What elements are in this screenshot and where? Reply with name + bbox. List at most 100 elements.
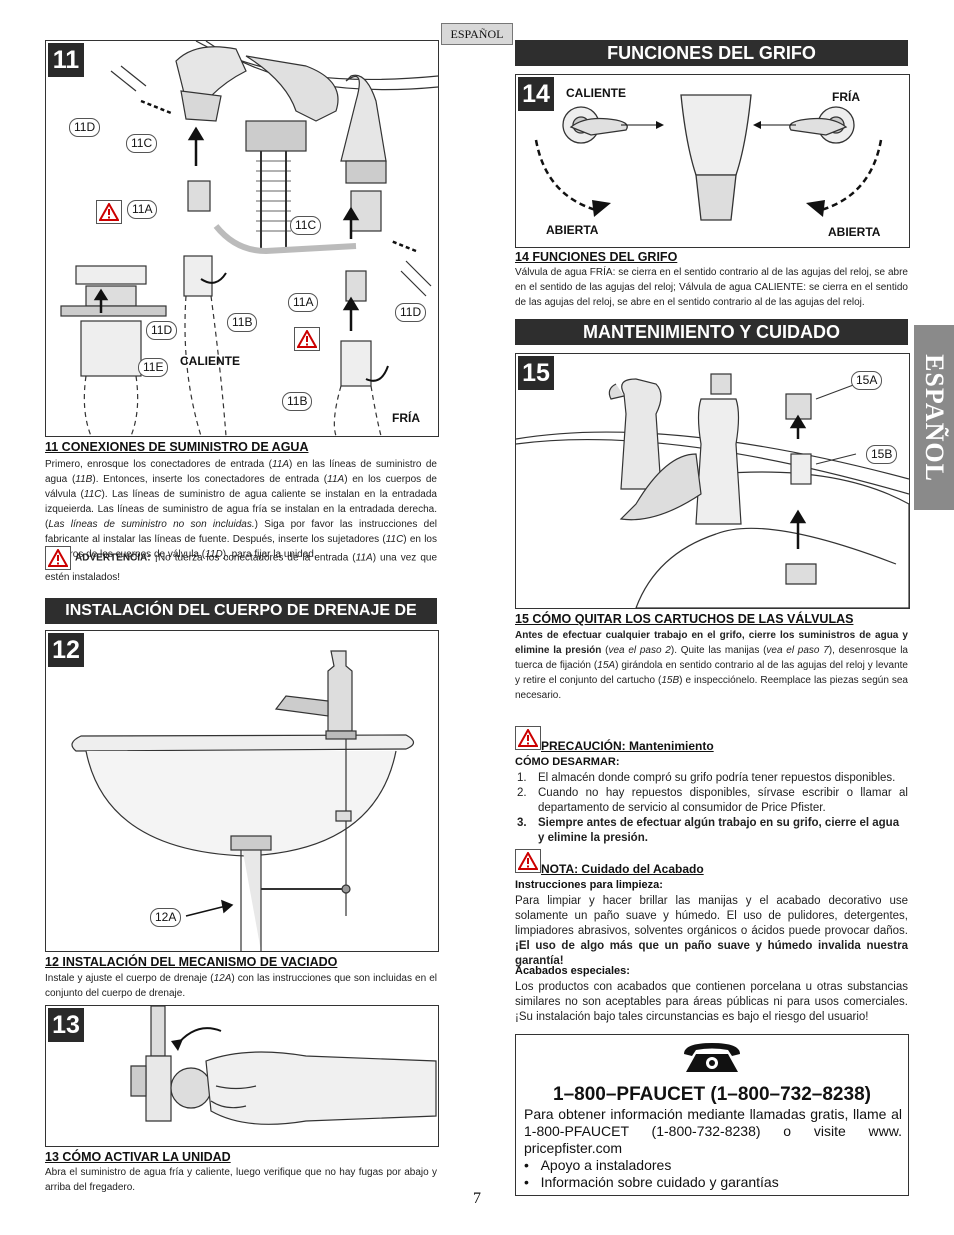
list-text: Cuando no hay repuestos disponibles, sír… xyxy=(538,787,908,814)
text-ref: vea el paso 2 xyxy=(608,645,671,656)
text-segment: ) en los agujeros de los cuerpos de válv… xyxy=(45,534,437,560)
note-heading: NOTA: Cuidado del Acabado xyxy=(515,849,704,876)
label-hot: CALIENTE xyxy=(180,354,240,368)
list-text: El almacén donde compró su grifo podría … xyxy=(538,772,896,784)
warning-triangle-icon xyxy=(96,200,122,224)
figure-number: 12 xyxy=(48,633,84,667)
note-text2: Los productos con acabados que contienen… xyxy=(515,981,908,1023)
label-open-left: ABIERTA xyxy=(546,223,599,237)
contact-bullets: • Apoyo a instaladores • Información sob… xyxy=(524,1157,779,1191)
text-ref: 15A xyxy=(597,660,616,671)
list-text: Siempre antes de efectuar algún trabajo … xyxy=(538,817,900,844)
phone-number[interactable]: 1–800–PFAUCET (1–800–732–8238) xyxy=(553,1084,871,1105)
language-tag: ESPAÑOL xyxy=(441,23,513,45)
drain-section-banner: INSTALACIÓN DEL CUERPO DE DRENAJE DE SAL… xyxy=(45,598,437,645)
text-ref: 11B xyxy=(75,474,93,485)
list-number: 3. xyxy=(517,817,527,829)
warning-block: ADVERTENCIA: ¡No tuerza los conectadores… xyxy=(45,546,437,585)
callout-11b-left: 11B xyxy=(227,313,258,332)
text-ref: Las líneas de suministro no son incluida… xyxy=(48,519,255,530)
telephone-icon xyxy=(684,1043,740,1072)
callout-11b-right: 11B xyxy=(282,392,313,411)
text-ref: 11A xyxy=(271,459,289,470)
list-number: 2. xyxy=(517,787,527,799)
text-segment: ). Quite las manijas ( xyxy=(670,645,767,656)
text-segment: ) una vez que estén instalados! xyxy=(45,552,438,583)
caution-title: PRECAUCIÓN: Mantenimiento xyxy=(541,739,714,754)
figure-12-illustration xyxy=(71,650,415,951)
text-ref: 11D xyxy=(205,549,223,560)
maintenance-section-banner: MANTENIMIENTO Y CUIDADO xyxy=(515,319,908,345)
callout-11e: 11E xyxy=(138,358,169,377)
callout-11c-right: 11C xyxy=(290,216,322,235)
text-segment: ) con las instrucciones que son incluida… xyxy=(45,973,437,999)
text-ref: 11C xyxy=(385,534,404,545)
bold-segment: Antes de efectuar cualquier trabajo en e… xyxy=(515,630,908,656)
callout-15a: 15A xyxy=(851,371,883,390)
figure-15-text: Antes de efectuar cualquier trabajo en e… xyxy=(515,628,908,703)
label-open-right: ABIERTA xyxy=(828,225,881,239)
figure-13-illustration xyxy=(130,1006,437,1125)
callout-12a: 12A xyxy=(150,908,182,927)
warning-triangle-icon xyxy=(515,849,541,873)
warning-triangle-icon xyxy=(515,726,541,750)
figure-11-text: Primero, enrosque los conectadores de en… xyxy=(45,457,437,562)
text-segment: ), desenrosque la tuerca de fijación ( xyxy=(515,645,908,671)
figure-14-caption: 14 FUNCIONES DEL GRIFO xyxy=(515,250,678,264)
text-ref: vea el paso 7 xyxy=(766,645,829,656)
figure-13-caption: 13 CÓMO ACTIVAR LA UNIDAD xyxy=(45,1150,231,1164)
figure-12-caption: 12 INSTALACIÓN DEL MECANISMO DE VACIADO xyxy=(45,955,338,969)
text-segment: ) e inspecciónelo. Reemplace las piezas … xyxy=(515,675,908,701)
text-segment: Para limpiar y hacer brillar las manijas… xyxy=(515,895,908,937)
page-number: 7 xyxy=(473,1190,481,1207)
text-segment: Instale y ajuste el cuerpo de drenaje ( xyxy=(45,973,214,984)
text-segment: ) en las líneas de suministro de agua ( xyxy=(45,459,437,485)
figure-15-illustration xyxy=(516,373,909,608)
side-tab-label: ESPAÑOL xyxy=(920,353,949,482)
text-segment: ¡No tuerza los conectadores de la entrad… xyxy=(150,552,356,564)
text-segment: ), para fijar la unidad. xyxy=(222,549,317,560)
warning-triangle-icon xyxy=(294,327,320,351)
text-ref: 15B xyxy=(661,675,680,686)
functions-section-banner: FUNCIONES DEL GRIFO xyxy=(515,40,908,66)
bullet-glyph: • xyxy=(524,1157,529,1173)
caution-heading: PRECAUCIÓN: Mantenimiento xyxy=(515,726,714,754)
figure-11-illustration xyxy=(60,41,438,436)
list-item: • Información sobre cuidado y garantías xyxy=(524,1174,779,1191)
figure-11-caption: 11 CONEXIONES DE SUMINISTRO DE AGUA xyxy=(45,440,309,454)
figure-number: 13 xyxy=(48,1008,84,1042)
bold-segment: ¡El uso de algo más que un paño suave y … xyxy=(515,940,908,967)
text-segment: ) en los cuerpos de válvula ( xyxy=(45,474,437,500)
text-ref: 12A xyxy=(213,973,232,984)
note-sub2: Acabados especiales: xyxy=(515,965,630,977)
list-item: 2. Cuando no hay repuestos disponibles, s… xyxy=(515,786,908,816)
list-item: • Apoyo a instaladores xyxy=(524,1157,779,1174)
text-segment: ) girándola en sentido contrario al de l… xyxy=(515,660,908,686)
figure-12-text: Instale y ajuste el cuerpo de drenaje (1… xyxy=(45,971,437,1001)
note-text1: Para limpiar y hacer brillar las manijas… xyxy=(515,894,908,969)
note-sub1: Instrucciones para limpieza: xyxy=(515,879,663,891)
list-number: 1. xyxy=(517,772,527,784)
bullet-text: Apoyo a instaladores xyxy=(540,1157,672,1173)
bullet-glyph: • xyxy=(524,1174,529,1190)
callout-11c-left: 11C xyxy=(126,134,158,153)
figure-13: 13 xyxy=(45,1005,439,1147)
bullet-text: Información sobre cuidado y garantías xyxy=(540,1174,779,1190)
caution-subtitle: CÓMO DESARMAR: xyxy=(515,756,620,768)
warning-label: ADVERTENCIA: xyxy=(75,552,151,564)
contact-text: Para obtener información mediante llamad… xyxy=(524,1106,902,1156)
text-segment: ( xyxy=(601,645,609,656)
callout-15b: 15B xyxy=(866,445,898,464)
figure-15: 15 15A 15B xyxy=(515,353,910,609)
figure-14: 14 CALIENTE FRÍA ABIERTA ABIERTA xyxy=(515,74,910,248)
side-language-tab: ESPAÑOL xyxy=(914,325,954,510)
text-ref: 11A xyxy=(327,474,345,485)
label-cold: FRÍA xyxy=(832,90,860,104)
figure-11: 11 11D 11C 11A 11C 11A 11D 11B 11D 11E C… xyxy=(45,40,439,437)
figure-15-caption: 15 CÓMO QUITAR LOS CARTUCHOS DE LAS VÁLV… xyxy=(515,612,854,626)
contact-box: 1–800–PFAUCET (1–800–732–8238) Para obte… xyxy=(515,1034,909,1196)
text-segment: Primero, enrosque los conectadores de en… xyxy=(45,459,272,470)
text-ref: 11A xyxy=(355,552,373,564)
label-hot: CALIENTE xyxy=(566,86,626,100)
figure-14-illustration xyxy=(534,94,883,221)
